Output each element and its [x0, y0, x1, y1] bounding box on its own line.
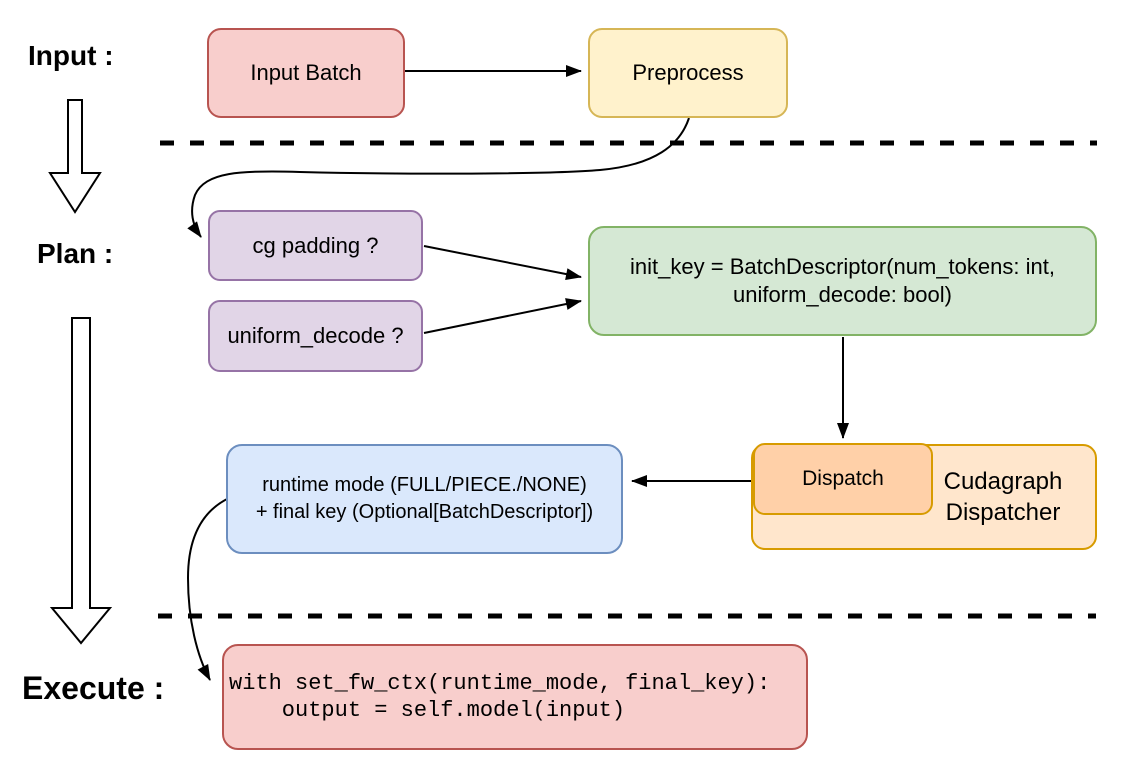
- block-arrow-plan-to-execute: [49, 317, 113, 645]
- node-uniform-decode-label: uniform_decode ?: [227, 323, 404, 348]
- node-init-key-line1: init_key = BatchDescriptor(num_tokens: i…: [630, 254, 1055, 279]
- node-runtime-mode-line2: + final key (Optional[BatchDescriptor]): [255, 501, 594, 523]
- node-init-key: init_key = BatchDescriptor(num_tokens: i…: [588, 226, 1097, 336]
- block-arrow-input-to-plan: [48, 99, 102, 214]
- node-execute-code: with set_fw_ctx(runtime_mode, final_key)…: [222, 644, 808, 750]
- arrow-uniformdecode-to-initkey: [423, 298, 582, 334]
- node-runtime-mode: runtime mode (FULL/PIECE./NONE) + final …: [226, 444, 623, 554]
- node-runtime-mode-line1: runtime mode (FULL/PIECE./NONE): [262, 474, 587, 496]
- node-cudagraph-dispatcher-line2: Dispatcher: [945, 499, 1061, 526]
- node-uniform-decode: uniform_decode ?: [208, 300, 423, 372]
- arrow-cgpadding-to-initkey: [423, 245, 582, 280]
- node-execute-code-line2: output = self.model(input): [229, 698, 626, 723]
- node-init-key-line2: uniform_decode: bool): [733, 282, 952, 307]
- phase-label-execute: Execute :: [22, 670, 165, 706]
- node-dispatch-label: Dispatch: [802, 467, 884, 490]
- node-dispatch: Dispatch: [753, 443, 933, 515]
- node-input-batch: Input Batch: [207, 28, 405, 118]
- node-input-batch-label: Input Batch: [250, 60, 362, 85]
- node-cg-padding-label: cg padding ?: [252, 232, 379, 258]
- phase-label-input: Input :: [28, 40, 114, 71]
- node-cudagraph-dispatcher-label: Cudagraph Dispatcher: [917, 466, 1095, 528]
- node-execute-code-line1: with set_fw_ctx(runtime_mode, final_key)…: [229, 671, 771, 696]
- phase-label-plan: Plan :: [37, 238, 114, 269]
- node-cudagraph-dispatcher-line1: Cudagraph: [943, 468, 1063, 495]
- node-cg-padding: cg padding ?: [208, 210, 423, 281]
- node-preprocess: Preprocess: [588, 28, 788, 118]
- node-preprocess-label: Preprocess: [632, 60, 744, 85]
